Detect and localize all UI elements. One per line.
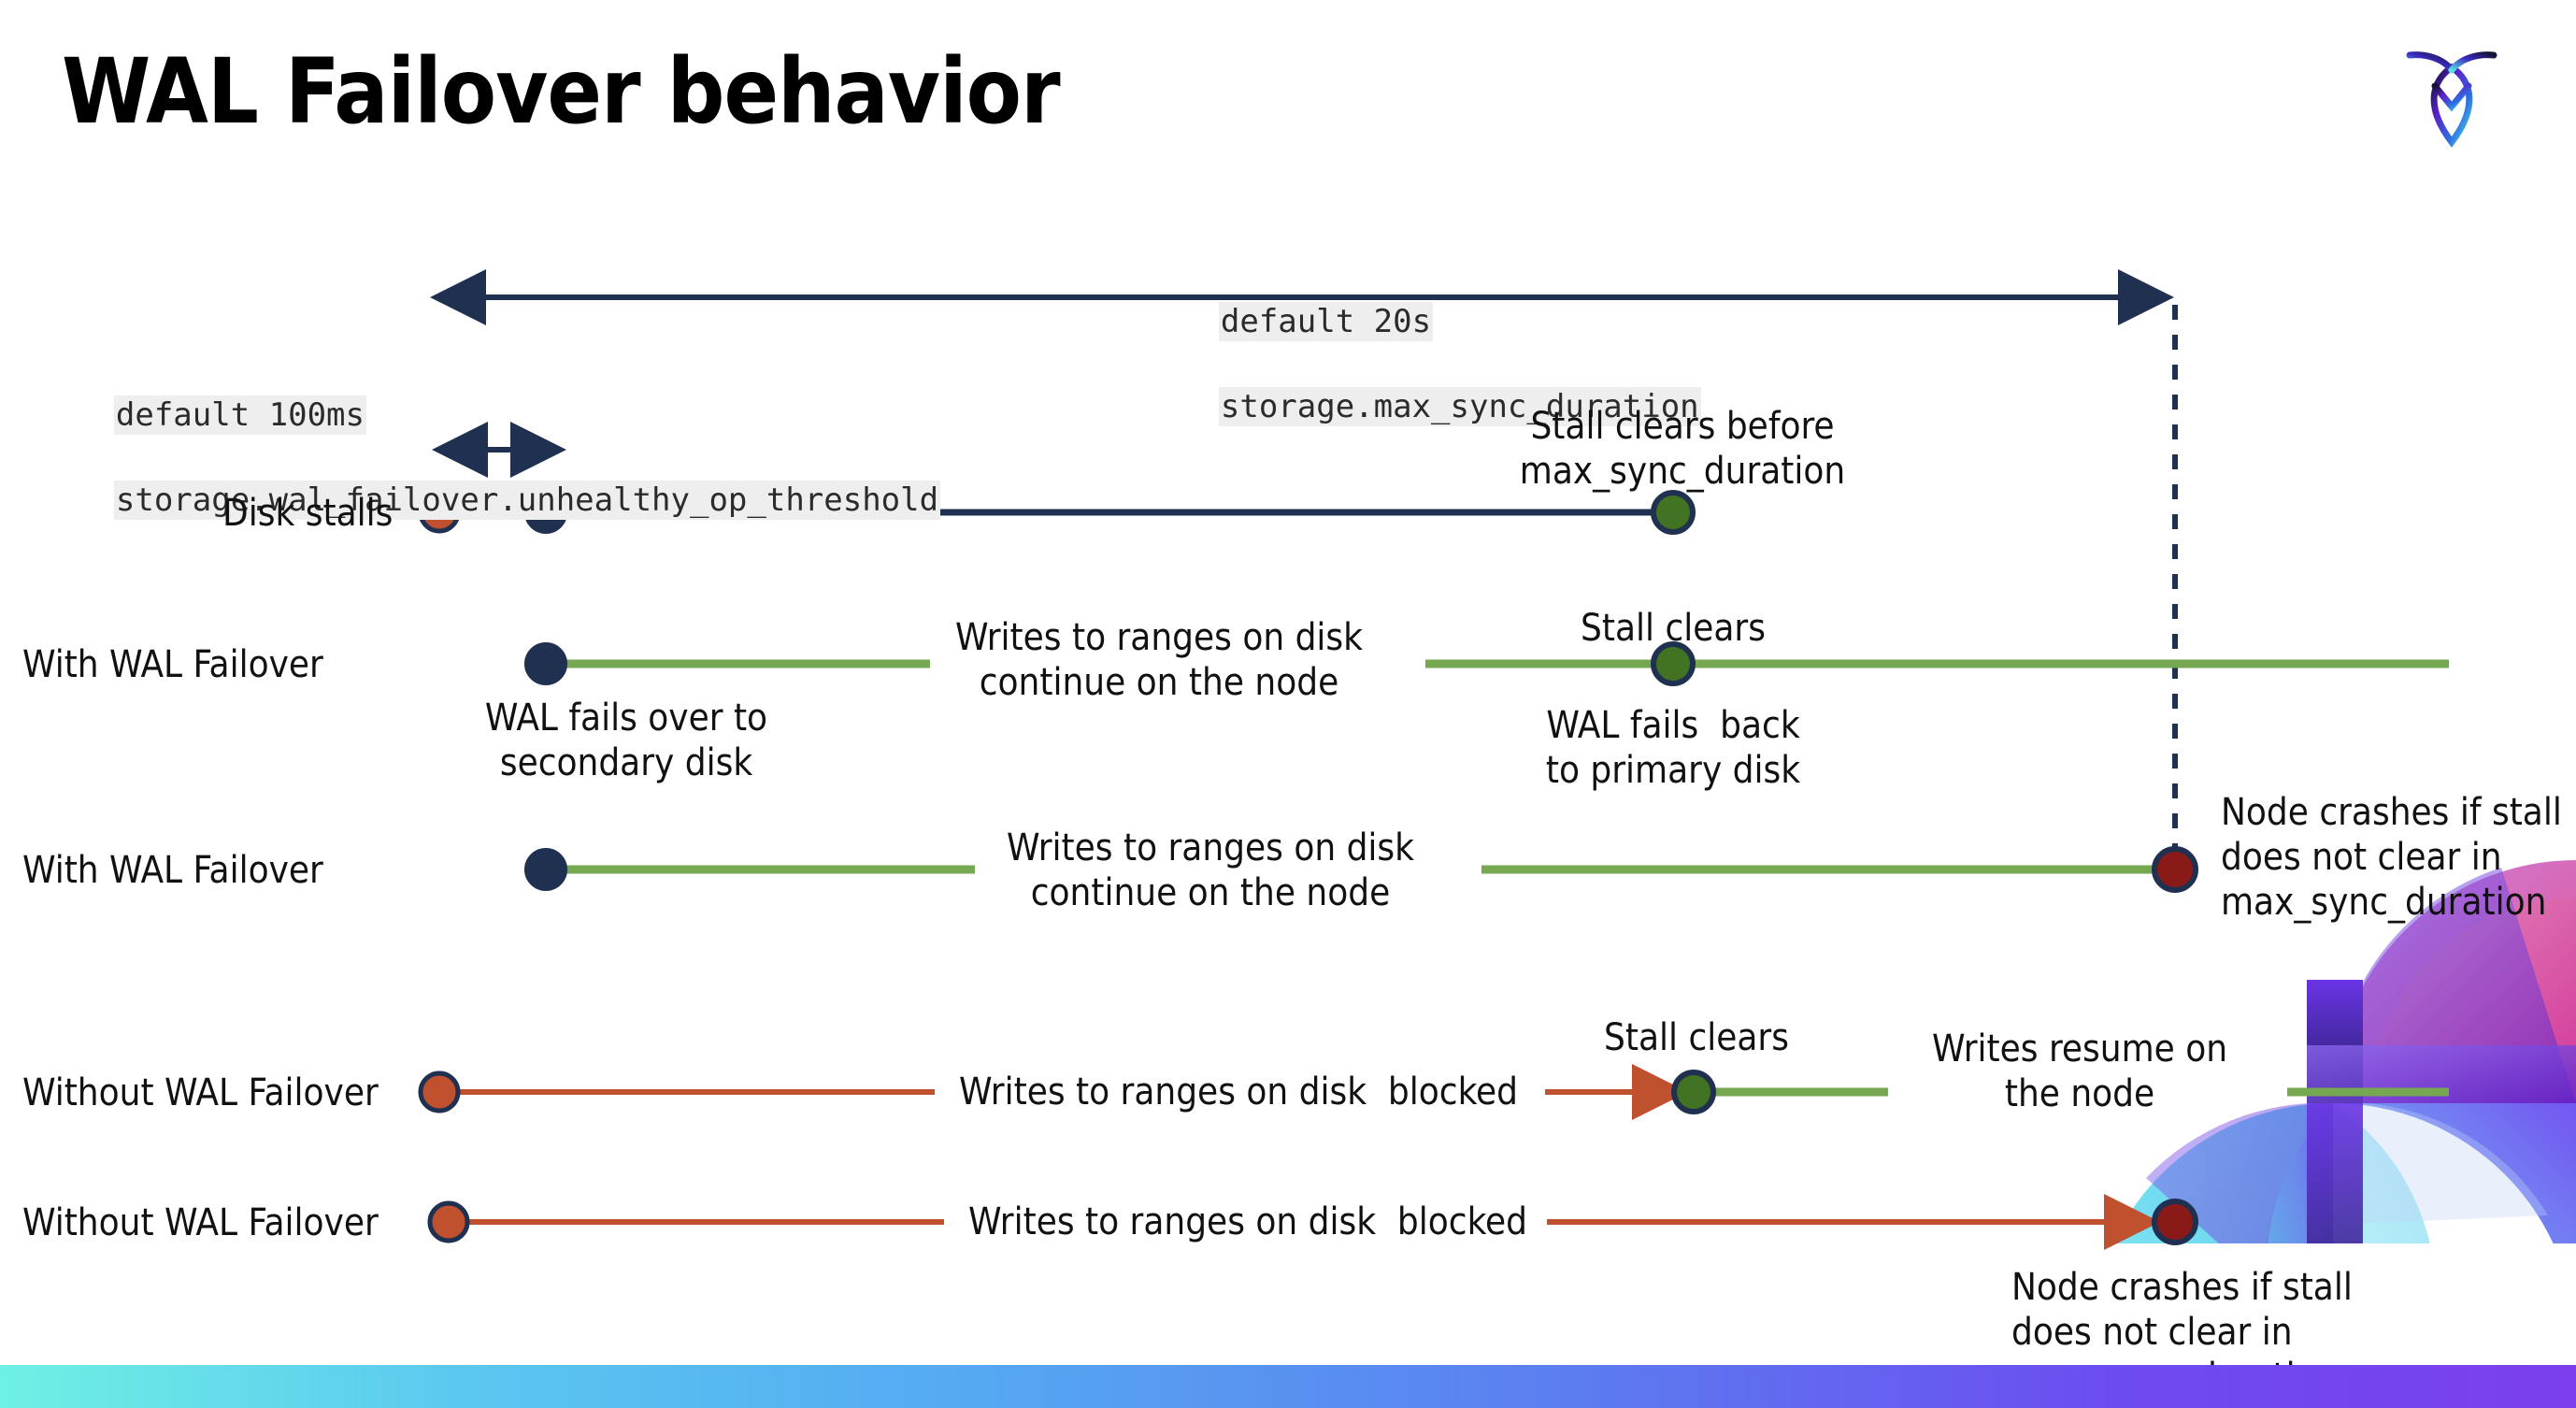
anno-writes-continue-row2: Writes to ranges on disk continue on the… xyxy=(954,616,1364,704)
row-with-wal-failover-clears-track xyxy=(524,641,2449,686)
row-with-wal-failover-crash-track xyxy=(524,846,2198,893)
setting-label-unhealthy-op-threshold: default 100ms storage.wal_failover.unhea… xyxy=(37,352,941,565)
row-label-without-wal-failover-clears: Without WAL Failover xyxy=(22,1071,379,1114)
anno-writes-blocked-row5: Writes to ranges on disk blocked xyxy=(968,1200,1527,1243)
bottom-gradient-bar xyxy=(0,1365,2576,1408)
anno-node-crashes-row3: Node crashes if stall does not clear in … xyxy=(2221,791,2562,924)
anno-stall-clears-row2: Stall clears xyxy=(1581,607,1766,650)
anno-wal-fails-over-to-secondary-disk: WAL fails over to secondary disk xyxy=(484,697,768,784)
page-title: WAL Failover behavior xyxy=(62,39,1061,144)
anno-writes-continue-row3: Writes to ranges on disk continue on the… xyxy=(1006,826,1415,914)
navy-dot xyxy=(524,642,567,685)
orange-dot xyxy=(418,1070,461,1113)
setting-default-value: default 20s xyxy=(1218,301,1434,341)
setting-default-value: default 100ms xyxy=(113,395,366,435)
navy-dot xyxy=(524,848,567,891)
row-without-wal-failover-clears-track xyxy=(418,1064,2449,1120)
row-label-disk-stalls: Disk stalls xyxy=(222,492,394,535)
row-label-without-wal-failover-crash: Without WAL Failover xyxy=(22,1201,379,1244)
orange-dot xyxy=(427,1200,470,1243)
green-dot xyxy=(1651,490,1696,535)
cockroachdb-logo xyxy=(2406,51,2497,148)
dark-red-dot xyxy=(2152,1199,2198,1245)
dark-red-dot xyxy=(2152,846,2198,893)
setting-label-max-sync-duration: default 20s storage.max_sync_duration xyxy=(1142,258,1701,471)
anno-stall-clears-before-max-sync-duration: Stall clears before max_sync_duration xyxy=(1519,405,1846,493)
green-dot xyxy=(1651,641,1696,686)
green-dot xyxy=(1671,1070,1716,1114)
row-label-with-wal-failover-crash: With WAL Failover xyxy=(22,849,323,892)
anno-stall-clears-row4: Stall clears xyxy=(1604,1016,1789,1059)
setting-name: storage.max_sync_duration xyxy=(1218,386,1701,426)
row-without-wal-failover-crash-track xyxy=(427,1194,2198,1250)
anno-wal-fails-back-to-primary-disk: WAL fails back to primary disk xyxy=(1545,704,1801,792)
anno-writes-blocked-row4: Writes to ranges on disk blocked xyxy=(959,1070,1518,1113)
setting-name: storage.wal_failover.unhealthy_op_thresh… xyxy=(113,480,941,520)
anno-writes-resume-on-the-node: Writes resume on the node xyxy=(1931,1027,2228,1115)
row-label-with-wal-failover-clears: With WAL Failover xyxy=(22,643,323,686)
